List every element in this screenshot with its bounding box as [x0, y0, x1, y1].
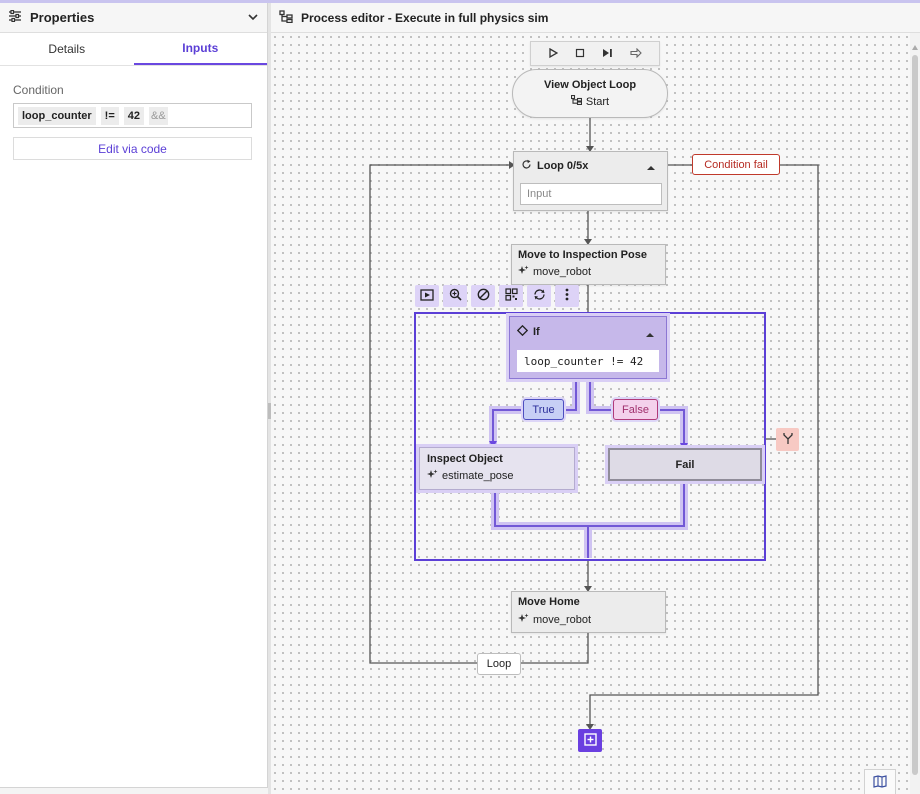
- arrow-move: [584, 239, 592, 245]
- start-tree-icon: [570, 94, 582, 108]
- play-icon[interactable]: [548, 47, 558, 61]
- refresh-icon: [533, 288, 546, 304]
- sliders-icon: [8, 9, 22, 25]
- loop-input-field[interactable]: Input: [520, 183, 662, 205]
- sparkle-icon: [427, 469, 438, 483]
- editor-header: Process editor - Execute in full physics…: [271, 3, 920, 33]
- window-top-border: [0, 0, 920, 3]
- branch-indicator[interactable]: [776, 428, 799, 451]
- diamond-icon: [516, 324, 529, 339]
- playback-toolbar: [530, 41, 660, 66]
- if-node[interactable]: If loop_counter != 42: [509, 316, 667, 379]
- more-button[interactable]: [555, 285, 579, 307]
- condition-fail-label[interactable]: Condition fail: [692, 154, 780, 175]
- start-node-subtitle: Start: [585, 95, 610, 108]
- start-node-subtitle-row: Start: [570, 94, 610, 108]
- loop-node-title: Loop 0/5x: [537, 160, 589, 172]
- move-home-skill: move_robot: [533, 614, 592, 626]
- move-home-node[interactable]: Move Home move_robot: [511, 591, 666, 633]
- loop-node[interactable]: Loop 0/5x Input: [513, 151, 668, 211]
- move-home-skill-row: move_robot: [518, 613, 659, 627]
- edit-via-code-button[interactable]: Edit via code: [13, 137, 252, 160]
- merge-right-wire: [588, 482, 685, 527]
- collapse-caret-icon[interactable]: [647, 160, 655, 174]
- chevron-down-icon[interactable]: [247, 11, 259, 25]
- splitter-grip[interactable]: [268, 403, 271, 419]
- fail-node-title: Fail: [675, 458, 695, 471]
- arrow-true: [489, 441, 497, 448]
- fork-icon: [782, 432, 794, 448]
- loop-back-wire: [369, 164, 589, 664]
- start-node-title: View Object Loop: [543, 79, 637, 91]
- properties-header: Properties: [0, 3, 267, 33]
- condition-token-variable[interactable]: loop_counter: [18, 106, 96, 125]
- start-node[interactable]: View Object Loop Start: [512, 69, 668, 118]
- preview-button[interactable]: [415, 285, 439, 307]
- add-node-button[interactable]: [578, 729, 602, 752]
- editor-title: Process editor - Execute in full physics…: [301, 10, 549, 25]
- skip-arrow-icon[interactable]: [630, 47, 643, 61]
- move-inspection-title: Move to Inspection Pose: [518, 249, 647, 261]
- sparkle-icon: [518, 265, 529, 279]
- map-icon: [873, 775, 887, 791]
- more-vertical-icon: [565, 288, 569, 304]
- condition-token-and[interactable]: &&: [149, 106, 168, 125]
- false-branch-label[interactable]: False: [613, 399, 658, 420]
- inspect-object-node[interactable]: Inspect Object estimate_pose: [419, 447, 575, 490]
- zoom-button[interactable]: [443, 285, 467, 307]
- tab-details[interactable]: Details: [48, 42, 86, 56]
- flow-canvas[interactable]: View Object Loop Start Loop 0/5x Input C…: [271, 33, 920, 794]
- selection-box[interactable]: [414, 312, 766, 561]
- condition-label: Condition: [13, 83, 64, 97]
- properties-tabs: Details Inputs: [0, 33, 267, 66]
- if-collapse-caret-icon[interactable]: [646, 327, 654, 341]
- arrow-loop: [586, 146, 594, 152]
- arrow-loop-back: [509, 161, 515, 169]
- true-branch-label[interactable]: True: [523, 399, 564, 420]
- inspect-object-title: Inspect Object: [427, 453, 503, 465]
- if-node-title: If: [533, 326, 540, 338]
- condition-token-value[interactable]: 42: [123, 106, 145, 125]
- loop-icon: [521, 159, 532, 173]
- condition-field[interactable]: loop_counter != 42 &&: [13, 103, 252, 128]
- step-icon[interactable]: [602, 47, 613, 61]
- scrollbar-thumb[interactable]: [912, 55, 918, 775]
- process-editor: Process editor - Execute in full physics…: [271, 3, 920, 794]
- arrow-end: [586, 724, 594, 730]
- panel-splitter[interactable]: [268, 3, 271, 794]
- grid-icon: [504, 288, 518, 304]
- if-condition-field[interactable]: loop_counter != 42: [517, 350, 659, 372]
- tab-inputs[interactable]: Inputs: [133, 33, 267, 65]
- play-square-icon: [420, 288, 434, 304]
- arrow-home: [584, 586, 592, 592]
- disable-button[interactable]: [471, 285, 495, 307]
- properties-title: Properties: [30, 10, 95, 25]
- block-icon: [477, 288, 490, 304]
- inspect-object-skill: estimate_pose: [442, 470, 514, 482]
- minimap-button[interactable]: [864, 769, 896, 794]
- plus-square-icon: [583, 732, 597, 749]
- convert-button[interactable]: [527, 285, 551, 307]
- zoom-in-icon: [449, 288, 462, 304]
- sparkle-icon: [518, 613, 529, 627]
- arrow-false: [680, 443, 688, 450]
- if-node-header: If: [516, 324, 540, 339]
- vertical-scrollbar[interactable]: [910, 33, 920, 794]
- move-inspection-skill: move_robot: [533, 266, 592, 278]
- loop-back-label[interactable]: Loop: [477, 653, 521, 675]
- move-inspection-node[interactable]: Move to Inspection Pose move_robot: [511, 244, 666, 285]
- condition-token-operator[interactable]: !=: [100, 106, 119, 125]
- fail-node[interactable]: Fail: [608, 448, 762, 481]
- stop-icon[interactable]: [575, 47, 585, 61]
- group-button[interactable]: [499, 285, 523, 307]
- inspect-object-skill-row: estimate_pose: [427, 469, 567, 483]
- move-inspection-skill-row: move_robot: [518, 265, 659, 279]
- properties-panel: Properties Details Inputs Condition loop…: [0, 3, 268, 794]
- process-tree-icon: [279, 9, 293, 26]
- scroll-up-icon[interactable]: [912, 39, 918, 53]
- merge-left-wire: [494, 491, 589, 558]
- move-home-title: Move Home: [518, 596, 580, 608]
- loop-node-header: Loop 0/5x: [521, 159, 588, 173]
- panel-footer: [0, 787, 268, 794]
